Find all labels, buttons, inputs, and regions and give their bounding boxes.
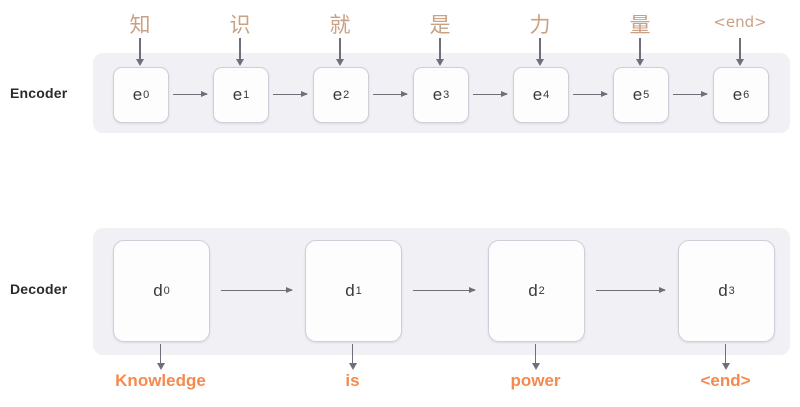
- encoder-cell-4-base: e: [532, 85, 543, 104]
- encoder-cell-4-subscript: 4: [543, 89, 550, 101]
- encoder-input-token-4: 力: [529, 13, 551, 37]
- decoder-cell-1-base: d: [345, 281, 355, 300]
- decoder-cell-2-subscript: 2: [538, 285, 545, 297]
- encoder-input-arrow-1: [234, 38, 246, 66]
- encoder-input-arrow-6: [734, 38, 746, 66]
- decoder-arrow-0-to-1: [221, 286, 293, 293]
- encoder-input-token-3: 是: [429, 13, 451, 37]
- encoder-cell-5-subscript: 5: [643, 89, 650, 101]
- encoder-arrow-2-to-3: [373, 90, 408, 97]
- encoder-cell-3-subscript: 3: [443, 89, 450, 101]
- decoder-cell-3-base: d: [718, 281, 728, 300]
- decoder-output-arrow-3: [720, 344, 732, 370]
- encoder-row-label: Encoder: [10, 85, 68, 101]
- encoder-input-token-2: 就: [329, 13, 351, 37]
- encoder-cell-5-base: e: [632, 85, 643, 104]
- encoder-arrow-3-to-4: [473, 90, 508, 97]
- encoder-cell-3-base: e: [432, 85, 443, 104]
- encoder-input-arrow-3: [434, 38, 446, 66]
- decoder-output-arrow-1: [347, 344, 359, 370]
- encoder-input-token-5: 量: [629, 13, 651, 37]
- encoder-cell-2-base: e: [332, 85, 343, 104]
- encoder-cell-0-subscript: 0: [143, 89, 150, 101]
- decoder-cell-3-subscript: 3: [728, 285, 735, 297]
- encoder-cell-6-base: e: [732, 85, 743, 104]
- encoder-input-arrow-5: [634, 38, 646, 66]
- encoder-arrow-1-to-2: [273, 90, 308, 97]
- decoder-cell-0-base: d: [153, 281, 163, 300]
- decoder-arrow-1-to-2: [413, 286, 476, 293]
- decoder-output-arrow-0: [155, 344, 167, 370]
- decoder-row-label: Decoder: [10, 281, 68, 297]
- decoder-cell-1-subscript: 1: [355, 285, 362, 297]
- encoder-input-token-1: 识: [229, 13, 251, 37]
- encoder-arrow-4-to-5: [573, 90, 608, 97]
- decoder-output-token-0: Knowledge: [115, 371, 206, 390]
- encoder-cell-2-subscript: 2: [343, 89, 350, 101]
- encoder-input-arrow-4: [534, 38, 546, 66]
- encoder-cell-1-base: e: [232, 85, 243, 104]
- encoder-input-token-6: <end>: [713, 13, 767, 31]
- decoder-output-token-2: power: [510, 371, 561, 390]
- encoder-arrow-5-to-6: [673, 90, 708, 97]
- decoder-output-arrow-2: [530, 344, 542, 370]
- decoder-cell-2-base: d: [528, 281, 538, 300]
- encoder-cell-6-subscript: 6: [743, 89, 750, 101]
- decoder-arrow-2-to-3: [596, 286, 666, 293]
- encoder-arrow-0-to-1: [173, 90, 208, 97]
- decoder-output-token-3: <end>: [700, 371, 751, 390]
- decoder-cell-0-subscript: 0: [163, 285, 170, 297]
- encoder-cell-1-subscript: 1: [243, 89, 250, 101]
- encoder-cell-0-base: e: [132, 85, 143, 104]
- encoder-input-token-0: 知: [129, 13, 151, 37]
- encoder-input-arrow-2: [334, 38, 346, 66]
- decoder-output-token-1: is: [345, 371, 360, 390]
- encoder-input-arrow-0: [134, 38, 146, 66]
